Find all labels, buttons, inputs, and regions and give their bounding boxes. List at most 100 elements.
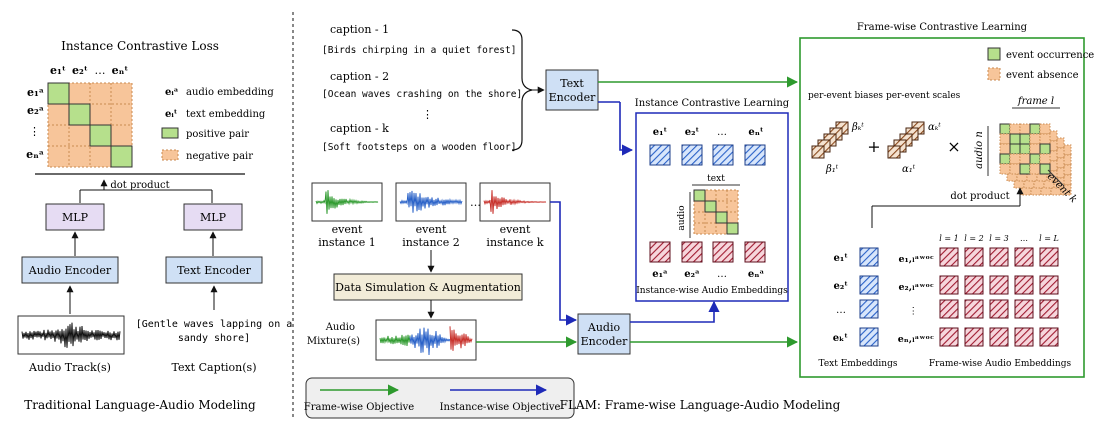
- audio-row-label: ⋮: [909, 306, 919, 317]
- left-footer: Traditional Language-Audio Modeling: [24, 398, 256, 412]
- flam-footer: FLAM: Frame-wise Language-Audio Modeling: [560, 398, 841, 412]
- instance-objective-label: Instance-wise Objective: [440, 402, 561, 413]
- caption-2-label: caption - 2: [330, 70, 389, 83]
- beta-k-symbol: βₖᵗ: [851, 122, 864, 133]
- text-encoder-label-2: Encoder: [549, 91, 596, 104]
- caption-1-label: caption - 1: [330, 23, 389, 36]
- event-k-label-1: event: [500, 223, 531, 236]
- frame-audio-cell: [989, 327, 1009, 347]
- loss-col-label: e₁ᵗ: [50, 64, 66, 77]
- frame-audio-cell: [989, 247, 1009, 267]
- loss-col-label: eₙᵗ: [112, 64, 129, 77]
- biases-label: per-event biases: [808, 91, 883, 101]
- icl-top-label: eₙᵗ: [748, 127, 764, 138]
- audio-embedding-label: audio embedding: [186, 87, 274, 98]
- loss-row-label: e₁ᵃ: [27, 86, 44, 99]
- loss-matrix: [47, 82, 133, 168]
- frame-audio-cell: [1039, 327, 1059, 347]
- absence-cell: [1029, 143, 1041, 155]
- text-encoder-label-1: Text: [560, 77, 584, 90]
- text-row-label: eₖᵗ: [833, 333, 849, 344]
- icl-text-axis: text: [707, 174, 725, 184]
- frame-audio-cell: [939, 299, 959, 319]
- positive-cell: [89, 124, 112, 147]
- frame-audio-cell: [939, 327, 959, 347]
- absence-cell: [1039, 133, 1051, 145]
- text-embeddings-caption: Text Embeddings: [819, 359, 898, 369]
- audio-mlp-label: MLP: [62, 211, 89, 224]
- frame-objective-label: Frame-wise Objective: [304, 402, 415, 413]
- event-occurrence-swatch: [987, 47, 1001, 61]
- audio-n-label: audio n: [974, 131, 985, 169]
- left-audio-encoder-label: Audio Encoder: [28, 264, 112, 277]
- text-row-label: e₂ᵗ: [834, 281, 849, 292]
- icl-top-label: e₂ᵗ: [685, 127, 700, 138]
- frame-audio-cell: [989, 299, 1009, 319]
- text-mlp-box: [183, 203, 243, 231]
- text-row-label: …: [836, 305, 846, 316]
- frame-audio-cell: [964, 275, 984, 295]
- audio-track-waveform: [21, 322, 121, 348]
- events-ellipsis: …: [470, 196, 481, 209]
- occurrence-cell: [999, 153, 1011, 165]
- loss-row-label: e₂ᵃ: [27, 104, 44, 117]
- left-dot-product: dot product: [110, 180, 169, 191]
- event-2-label-2: instance 2: [402, 236, 459, 249]
- negative-pair-swatch: [161, 149, 179, 161]
- frame-l-label: frame l: [1017, 96, 1054, 107]
- audio-row-label: e₂,ₗᵃʷᵒᶜ: [899, 282, 935, 293]
- icl-bottom-label: eₙᵃ: [748, 269, 765, 280]
- audio-embedding-symbol: eᵢᵃ: [165, 87, 179, 98]
- audio-track-label: Audio Track(s): [28, 361, 111, 374]
- frame-audio-cell: [1014, 275, 1034, 295]
- absence-cell: [1039, 153, 1051, 165]
- alpha-1-symbol: α₁ᵗ: [902, 164, 916, 175]
- absence-cell: [999, 133, 1011, 145]
- positive-pair-swatch: [161, 127, 179, 139]
- caption-vdots: ⋮: [422, 108, 433, 121]
- text-to-icl-arrow: [619, 102, 634, 156]
- positive-cell: [68, 103, 91, 126]
- frame-audio-cell: [964, 327, 984, 347]
- text-caption-label: Text Caption(s): [171, 361, 256, 374]
- audio-encoder-box: [577, 313, 631, 355]
- absence-cell: [1029, 133, 1041, 145]
- data-simulation-label: Data Simulation & Augmentation: [335, 281, 521, 294]
- positive-pair-label: positive pair: [186, 129, 249, 140]
- mixture-waveform-blue: [409, 327, 451, 356]
- mixture-box: [375, 319, 477, 361]
- scales-label: per-event scales: [886, 91, 961, 101]
- event-1-waveform: [315, 190, 379, 214]
- icl-top-label: e₁ᵗ: [653, 127, 668, 138]
- left-audio-encoder-box: [21, 256, 119, 284]
- left-caption-line2: sandy shore]: [178, 333, 250, 344]
- caption-1-text: [Birds chirping in a quiet forest]: [322, 45, 516, 56]
- event-k-label-2: instance k: [486, 236, 543, 249]
- icl-bottom-label: …: [717, 269, 727, 280]
- plus-sign: +: [867, 137, 880, 156]
- instance-loss-title: Instance Contrastive Loss: [61, 39, 219, 53]
- right-dot-product: dot product: [950, 191, 1009, 202]
- frame-header: …: [1020, 234, 1028, 243]
- positive-cell: [47, 82, 70, 105]
- frame-audio-cell: [1014, 247, 1034, 267]
- audio-encoder-label-1: Audio: [587, 321, 621, 334]
- data-simulation-box: [333, 273, 523, 301]
- frame-audio-cell: [1014, 327, 1034, 347]
- event-to-audio-encoder-arrow: [550, 201, 578, 326]
- frame-header: l = 1: [939, 234, 958, 243]
- event-2-label-1: event: [416, 223, 447, 236]
- frame-audio-cell: [939, 247, 959, 267]
- absence-cell: [1019, 153, 1031, 165]
- frame-header: l = L: [1039, 234, 1059, 243]
- caption-k-text: [Soft footsteps on a wooden floor]: [322, 142, 516, 153]
- occurrence-cell: [1029, 153, 1041, 165]
- occurrence-cell: [1039, 163, 1051, 175]
- mixture-label-2: Mixture(s): [307, 336, 360, 347]
- text-encoder-box: [545, 69, 599, 111]
- bias-stack: [811, 121, 849, 159]
- frame-audio-caption: Frame-wise Audio Embeddings: [929, 359, 1072, 369]
- absence-cell: [1039, 123, 1051, 135]
- loss-col-label: e₂ᵗ: [72, 64, 88, 77]
